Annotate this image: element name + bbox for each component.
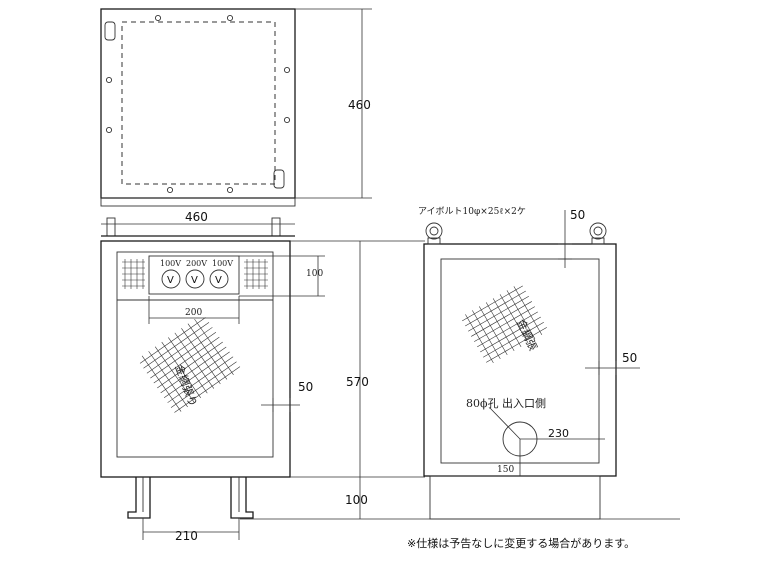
wire-mesh-front <box>139 317 241 413</box>
conduit-hole <box>489 407 605 476</box>
dim-label-base-height: 100 <box>345 493 368 507</box>
door-bolts <box>105 14 291 194</box>
meter-2: V 200V <box>185 259 207 289</box>
meter-vent-right <box>244 259 268 289</box>
meter-3-rating: 100V <box>212 259 233 268</box>
dim-label-right-margin-side: 50 <box>622 351 637 365</box>
dim-door-height: 460 <box>295 8 372 199</box>
dim-label-top-margin-side: 50 <box>570 208 585 222</box>
dim-label-door-width: 460 <box>185 210 208 224</box>
eye-bolts <box>425 222 607 245</box>
dim-leg-spacing: 210 <box>142 518 240 543</box>
dim-meter-span: 200 <box>148 296 240 324</box>
spec-change-note: ※仕様は予告なしに変更する場合があります。 <box>407 537 636 550</box>
dim-top-margin-side: 50 <box>558 208 585 268</box>
dim-box-height: 570 <box>290 240 425 478</box>
meter-vent-left <box>122 259 145 289</box>
label-wire-mesh-side: 金網張 <box>514 317 541 353</box>
meter-3-symbol: V <box>215 275 222 286</box>
meter-2-rating: 200V <box>186 259 207 268</box>
legs <box>127 477 254 519</box>
dim-label-door-height: 460 <box>348 98 371 112</box>
dim-label-meter-panel: 100 <box>306 269 323 279</box>
dim-door-width: 460 <box>101 210 295 225</box>
dim-inner-margin-front: 50 <box>261 380 313 412</box>
meter-2-symbol: V <box>191 275 198 286</box>
door-panel <box>100 8 296 207</box>
dim-meter-panel: 100 <box>239 255 325 297</box>
wire-mesh-side <box>462 285 547 364</box>
dim-label-inner-margin-front: 50 <box>298 380 313 394</box>
dim-label-leg-spacing: 210 <box>175 529 198 543</box>
label-anchor-bolt: アイボルト10φ×25ℓ×2ケ <box>418 206 526 217</box>
dim-right-margin-side: 50 <box>585 351 640 375</box>
meter-1-symbol: V <box>167 275 174 286</box>
front-box <box>100 240 291 478</box>
dim-label-conduit-bottom: 150 <box>497 465 514 475</box>
dim-label-meter-span: 200 <box>185 308 202 318</box>
label-wire-mesh-front: 金網張り <box>172 362 200 408</box>
dim-label-box-height: 570 <box>346 375 369 389</box>
dim-base-height: 100 <box>240 477 680 520</box>
dim-label-conduit-offset: 230 <box>548 427 569 440</box>
label-conduit-hole: 80ϕ孔 出入口側 <box>466 396 546 410</box>
meters: V 100V V 200V V 100V <box>160 259 233 289</box>
meter-3: V 100V <box>209 259 233 289</box>
top-rail <box>101 217 295 237</box>
meter-1: V 100V <box>160 259 181 289</box>
side-box <box>423 243 617 520</box>
meter-1-rating: 100V <box>160 259 181 268</box>
